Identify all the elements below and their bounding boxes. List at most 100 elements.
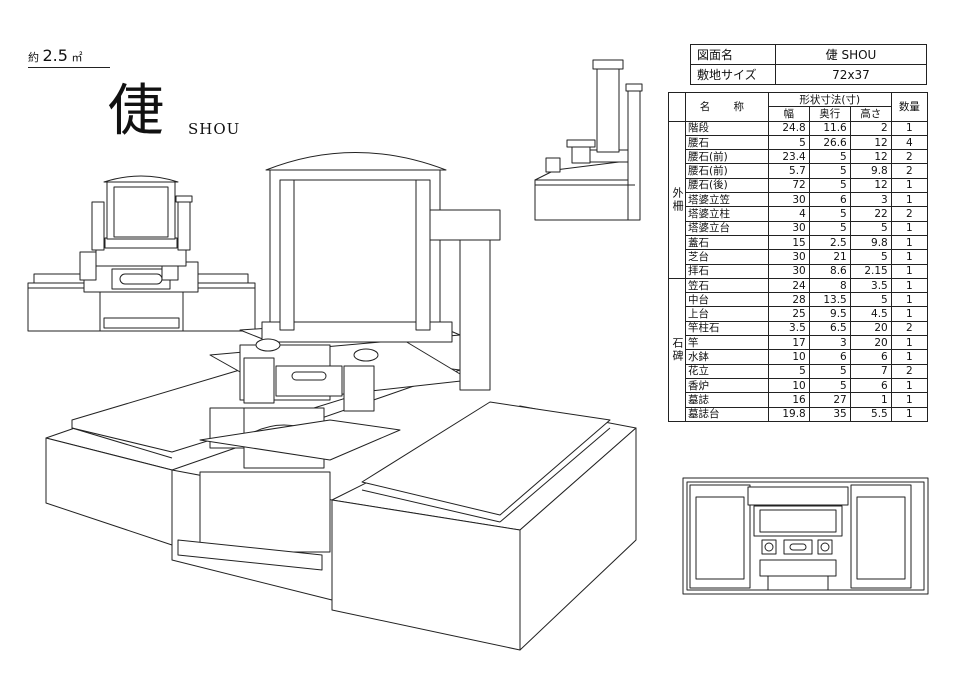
width-value: 5.7 xyxy=(767,163,810,179)
width-value: 30 xyxy=(767,263,810,279)
width-value: 10 xyxy=(767,377,810,394)
width-value: 28 xyxy=(767,292,810,308)
part-name: 蓋石 xyxy=(685,234,769,251)
depth-value: 6 xyxy=(808,349,851,365)
table-row: 図面名 倢 SHOU xyxy=(690,44,927,65)
header-dims: 形状寸法(寸) xyxy=(767,91,892,108)
part-name: 墓誌台 xyxy=(685,406,769,422)
height-value: 20 xyxy=(849,335,892,351)
width-value: 5 xyxy=(767,363,810,379)
height-value: 9.8 xyxy=(849,163,892,179)
part-name: 腰石(前) xyxy=(685,149,769,165)
width-value: 17 xyxy=(767,335,810,351)
header-width: 幅 xyxy=(767,106,810,122)
depth-value: 5 xyxy=(808,177,851,194)
header-name: 名 称 xyxy=(685,92,769,122)
depth-value: 5 xyxy=(808,363,851,379)
height-value: 20 xyxy=(849,320,892,337)
quantity-value: 1 xyxy=(890,277,929,294)
quantity-value: 1 xyxy=(890,120,929,136)
height-value: 3 xyxy=(849,192,892,208)
quantity-value: 2 xyxy=(890,206,929,222)
part-name: 塔婆立台 xyxy=(685,220,769,236)
depth-value: 5 xyxy=(808,206,851,222)
part-name: 竿 xyxy=(685,335,769,351)
depth-value: 5 xyxy=(808,220,851,236)
quantity-value: 1 xyxy=(890,335,929,351)
width-value: 23.4 xyxy=(767,149,810,165)
front-elevation-view xyxy=(27,175,256,332)
height-value: 12 xyxy=(849,149,892,165)
part-name: 塔婆立柱 xyxy=(685,206,769,222)
side-elevation-view xyxy=(534,59,643,221)
isometric-view xyxy=(45,152,637,651)
product-name-roman: SHOU xyxy=(188,120,241,138)
quantity-value: 2 xyxy=(890,320,929,337)
width-value: 30 xyxy=(767,192,810,208)
height-value: 1 xyxy=(849,392,892,408)
depth-value: 3 xyxy=(808,335,851,351)
area-prefix: 約 xyxy=(28,51,39,64)
depth-value: 35 xyxy=(808,406,851,422)
width-value: 19.8 xyxy=(767,406,810,422)
quantity-value: 1 xyxy=(890,220,929,236)
quantity-value: 2 xyxy=(890,149,929,165)
area-unit: ㎡ xyxy=(71,51,83,64)
depth-value: 8.6 xyxy=(808,263,851,279)
width-value: 72 xyxy=(767,177,810,194)
quantity-value: 1 xyxy=(890,263,929,279)
site-size-label: 敷地サイズ xyxy=(690,64,776,85)
part-name: 香炉 xyxy=(685,377,769,394)
table-row: 敷地サイズ 72x37 xyxy=(690,64,927,85)
header-blank xyxy=(668,92,686,122)
width-value: 30 xyxy=(767,249,810,265)
quantity-value: 1 xyxy=(890,177,929,194)
group-label: 石碑 xyxy=(668,277,686,422)
width-value: 3.5 xyxy=(767,320,810,337)
height-value: 3.5 xyxy=(849,277,892,294)
quantity-value: 1 xyxy=(890,306,929,322)
depth-value: 2.5 xyxy=(808,234,851,251)
height-value: 7 xyxy=(849,363,892,379)
height-value: 6 xyxy=(849,349,892,365)
part-name: 上台 xyxy=(685,306,769,322)
part-name: 腰石(後) xyxy=(685,177,769,194)
drawing-name-value: 倢 SHOU xyxy=(775,44,927,65)
product-name-kanji: 倢 xyxy=(108,79,164,144)
depth-value: 6 xyxy=(808,192,851,208)
area-value: 2.5 xyxy=(42,46,68,65)
quantity-value: 4 xyxy=(890,134,929,151)
table-header-row: 名 称 形状寸法(寸) 数量 xyxy=(668,91,929,122)
width-value: 15 xyxy=(767,234,810,251)
quantity-value: 1 xyxy=(890,377,929,394)
height-value: 9.8 xyxy=(849,234,892,251)
quantity-value: 1 xyxy=(890,249,929,265)
depth-value: 8 xyxy=(808,277,851,294)
width-value: 5 xyxy=(767,134,810,151)
width-value: 4 xyxy=(767,206,810,222)
part-name: 階段 xyxy=(685,120,769,136)
quantity-value: 1 xyxy=(890,392,929,408)
height-value: 4.5 xyxy=(849,306,892,322)
part-name: 拝石 xyxy=(685,263,769,279)
quantity-value: 1 xyxy=(890,349,929,365)
part-name: 腰石(前) xyxy=(685,163,769,179)
